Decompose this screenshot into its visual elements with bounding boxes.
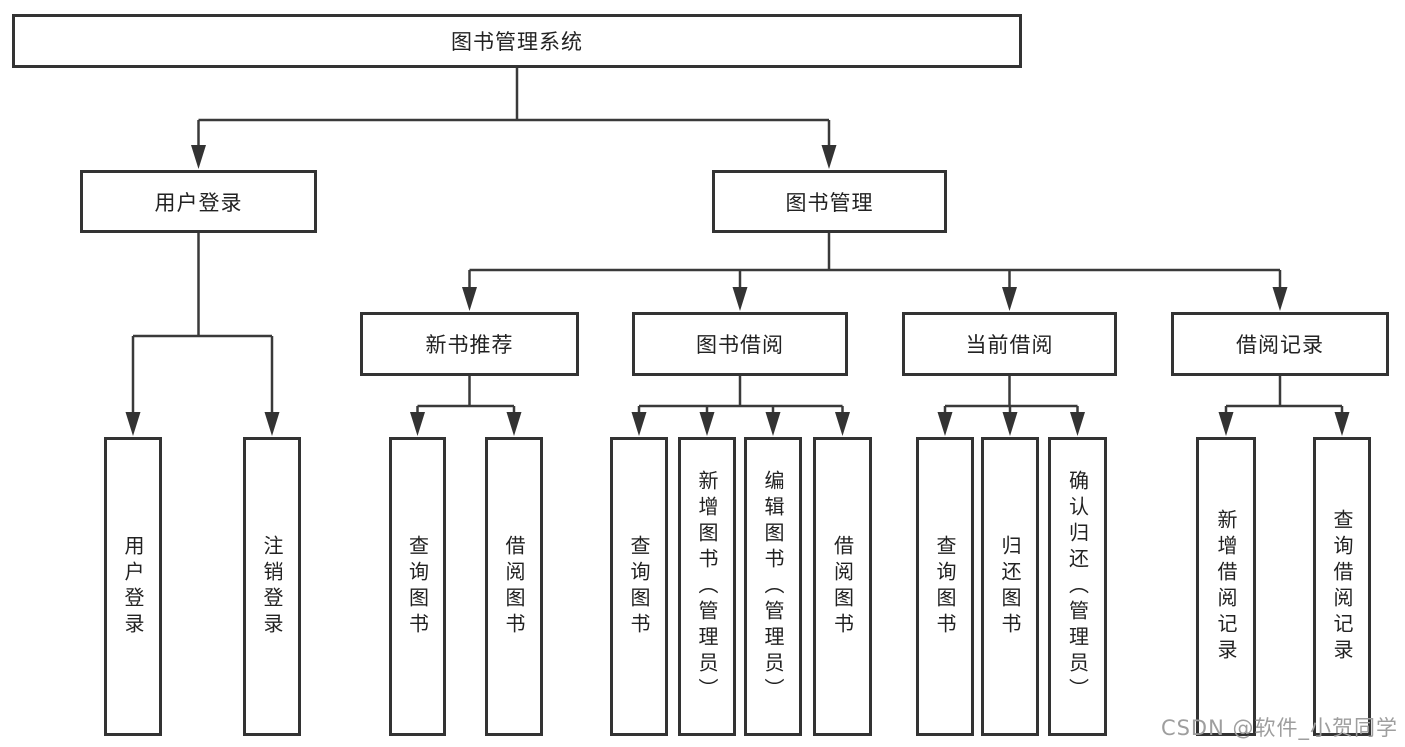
arrowhead-icon [1218, 412, 1234, 436]
leaf-confirm-return-admin: 确认归还（管理员） [1048, 437, 1107, 736]
arrowhead-icon [191, 145, 206, 169]
node-borrow-records-label: 借阅记录 [1236, 333, 1324, 357]
leaf-logout-label: 注销登录 [260, 534, 284, 639]
node-new-books-label: 新书推荐 [425, 333, 514, 357]
leaf-query-record: 查询借阅记录 [1313, 437, 1371, 736]
leaf-return-book-label: 归还图书 [998, 534, 1022, 639]
leaf-return-book: 归还图书 [981, 437, 1039, 736]
arrowhead-icon [1002, 287, 1017, 311]
leaf-borrow-query: 查询图书 [610, 437, 668, 736]
node-book-borrow-label: 图书借阅 [696, 333, 784, 357]
arrowhead-icon [732, 287, 748, 311]
leaf-newbooks-query-label: 查询图书 [405, 534, 430, 639]
connector-root-to-level2 [191, 68, 837, 169]
leaf-borrow-book-label: 借阅图书 [830, 534, 855, 639]
node-book-management: 图书管理 [712, 170, 947, 233]
connector-bookmgmt-to-level3 [462, 233, 1288, 311]
node-root: 图书管理系统 [12, 14, 1022, 68]
arrowhead-icon [1272, 287, 1288, 311]
connector-bookborrow-to-leaves [631, 376, 850, 436]
arrowhead-icon [506, 412, 522, 436]
node-current-borrow-label: 当前借阅 [965, 333, 1054, 357]
node-book-borrow: 图书借阅 [632, 312, 848, 376]
arrowhead-icon [125, 412, 141, 436]
arrowhead-icon [765, 412, 781, 436]
node-user-login: 用户登录 [80, 170, 317, 233]
leaf-user-login: 用户登录 [104, 437, 162, 736]
leaf-borrow-query-label: 查询图书 [627, 534, 651, 639]
node-new-books: 新书推荐 [360, 312, 579, 376]
arrowhead-icon [1002, 412, 1018, 436]
leaf-add-record: 新增借阅记录 [1196, 437, 1256, 736]
arrowhead-icon [1070, 412, 1085, 436]
csdn-watermark: CSDN @软件_小贺同学 [1160, 716, 1398, 740]
arrowhead-icon [264, 412, 280, 436]
leaf-add-record-label: 新增借阅记录 [1214, 508, 1238, 665]
leaf-current-query: 查询图书 [916, 437, 974, 736]
node-user-login-label: 用户登录 [154, 190, 243, 215]
connector-newbooks-to-leaves [410, 376, 522, 436]
arrowhead-icon [699, 412, 715, 436]
leaf-borrow-add-admin-label: 新增图书（管理员） [695, 469, 719, 704]
arrowhead-icon [462, 287, 477, 311]
leaf-user-login-label: 用户登录 [121, 534, 145, 639]
leaf-current-query-label: 查询图书 [933, 534, 957, 639]
leaf-logout: 注销登录 [243, 437, 301, 736]
arrowhead-icon [937, 412, 953, 436]
connector-records-to-leaves [1218, 376, 1350, 436]
leaf-borrow-book: 借阅图书 [813, 437, 872, 736]
arrowhead-icon [410, 412, 425, 436]
arrowhead-icon [631, 412, 647, 436]
leaf-query-record-label: 查询借阅记录 [1330, 508, 1354, 665]
node-current-borrow: 当前借阅 [902, 312, 1117, 376]
leaf-newbooks-borrow: 借阅图书 [485, 437, 543, 736]
arrowhead-icon [821, 145, 837, 169]
node-borrow-records: 借阅记录 [1171, 312, 1389, 376]
node-book-management-label: 图书管理 [785, 190, 874, 215]
node-root-label: 图书管理系统 [451, 30, 583, 54]
arrowhead-icon [835, 412, 850, 436]
leaf-confirm-return-admin-label: 确认归还（管理员） [1065, 469, 1090, 704]
connector-currentborrow-to-leaves [937, 376, 1085, 436]
connector-userlogin-to-leaves [125, 233, 280, 436]
arrowhead-icon [1334, 412, 1350, 436]
leaf-borrow-edit-admin-label: 编辑图书（管理员） [761, 469, 785, 704]
leaf-borrow-edit-admin: 编辑图书（管理员） [744, 437, 802, 736]
leaf-newbooks-query: 查询图书 [389, 437, 446, 736]
leaf-newbooks-borrow-label: 借阅图书 [502, 534, 526, 639]
leaf-borrow-add-admin: 新增图书（管理员） [678, 437, 736, 736]
